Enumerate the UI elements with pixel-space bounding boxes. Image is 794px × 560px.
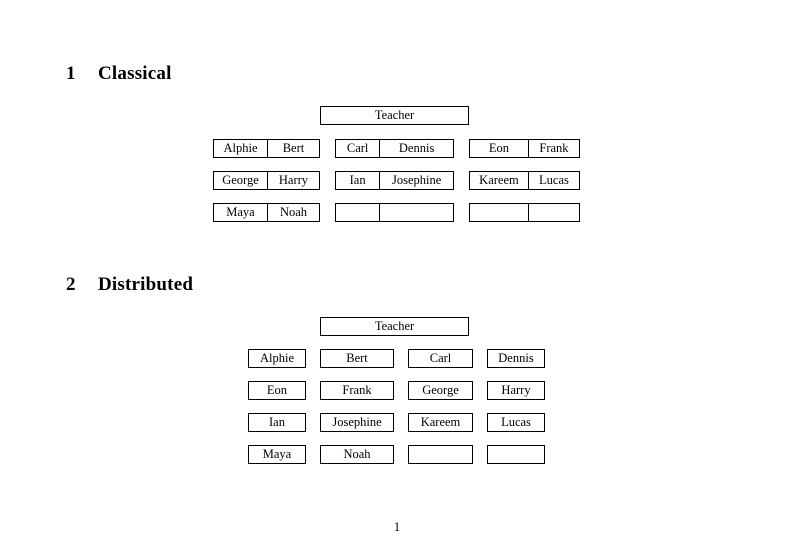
name-cell: Frank xyxy=(527,140,579,157)
classical-table-row: Alphie Bert xyxy=(213,139,320,158)
name-cell: Frank xyxy=(342,383,372,397)
name-cell: Bert xyxy=(266,140,319,157)
distributed-name-box: Lucas xyxy=(487,413,545,432)
classical-table-row-empty xyxy=(469,203,580,222)
distributed-name-box: Frank xyxy=(320,381,394,400)
distributed-name-box: Maya xyxy=(248,445,306,464)
name-cell: Maya xyxy=(262,447,292,461)
classical-table-row: Ian Josephine xyxy=(335,171,454,190)
name-cell-empty xyxy=(336,204,379,221)
distributed-name-box: Carl xyxy=(408,349,473,368)
page-number: 1 xyxy=(393,520,401,534)
classical-table-row: George Harry xyxy=(213,171,320,190)
name-cell: Carl xyxy=(429,351,452,365)
name-cell: Bert xyxy=(346,351,368,365)
classical-teacher-box: Teacher xyxy=(320,106,469,125)
section-title: Classical xyxy=(98,63,172,84)
classical-table-row: Eon Frank xyxy=(469,139,580,158)
name-cell: Kareem xyxy=(479,173,519,187)
name-cell-empty xyxy=(470,204,528,221)
name-cell: Noah xyxy=(343,447,371,461)
section-heading-distributed: 2 Distributed xyxy=(66,274,193,296)
name-cell: Lucas xyxy=(527,172,579,189)
name-cell: Kareem xyxy=(420,415,461,429)
name-cell: George xyxy=(422,383,459,397)
name-cell-empty xyxy=(527,204,579,221)
distributed-name-box: George xyxy=(408,381,473,400)
name-cell: Noah xyxy=(266,204,319,221)
distributed-name-box: Dennis xyxy=(487,349,545,368)
name-cell: George xyxy=(222,173,259,187)
distributed-teacher-box: Teacher xyxy=(320,317,469,336)
section-heading-classical: 1 Classical xyxy=(66,63,172,85)
name-cell-empty xyxy=(409,446,472,463)
distributed-name-box: Bert xyxy=(320,349,394,368)
name-cell: Ian xyxy=(269,415,285,429)
distributed-name-box: Harry xyxy=(487,381,545,400)
name-cell: Carl xyxy=(346,141,369,155)
name-cell: Dennis xyxy=(379,140,453,157)
classical-table-row: Kareem Lucas xyxy=(469,171,580,190)
name-cell: Alphie xyxy=(223,141,258,155)
section-number: 1 xyxy=(66,63,76,84)
distributed-name-box: Alphie xyxy=(248,349,306,368)
name-cell: Maya xyxy=(226,205,255,219)
distributed-name-box: Kareem xyxy=(408,413,473,432)
distributed-name-box-empty xyxy=(408,445,473,464)
classical-table-row-empty xyxy=(335,203,454,222)
name-cell: Dennis xyxy=(498,351,534,365)
distributed-name-box-empty xyxy=(487,445,545,464)
classical-table-row: Maya Noah xyxy=(213,203,320,222)
teacher-label: Teacher xyxy=(374,108,415,122)
classical-table-row: Carl Dennis xyxy=(335,139,454,158)
distributed-name-box: Eon xyxy=(248,381,306,400)
name-cell: Josephine xyxy=(379,172,453,189)
name-cell: Alphie xyxy=(259,351,295,365)
distributed-name-box: Noah xyxy=(320,445,394,464)
name-cell: Ian xyxy=(349,173,366,187)
name-cell: Josephine xyxy=(332,415,382,429)
distributed-name-box: Josephine xyxy=(320,413,394,432)
name-cell: Eon xyxy=(266,383,288,397)
section-number: 2 xyxy=(66,274,76,295)
distributed-name-box: Ian xyxy=(248,413,306,432)
name-cell: Eon xyxy=(488,141,510,155)
name-cell-empty xyxy=(488,446,544,463)
name-cell-empty xyxy=(379,204,453,221)
name-cell: Harry xyxy=(501,383,531,397)
teacher-label: Teacher xyxy=(374,319,415,333)
name-cell: Harry xyxy=(266,172,319,189)
name-cell: Lucas xyxy=(501,415,531,429)
section-title: Distributed xyxy=(98,274,194,295)
